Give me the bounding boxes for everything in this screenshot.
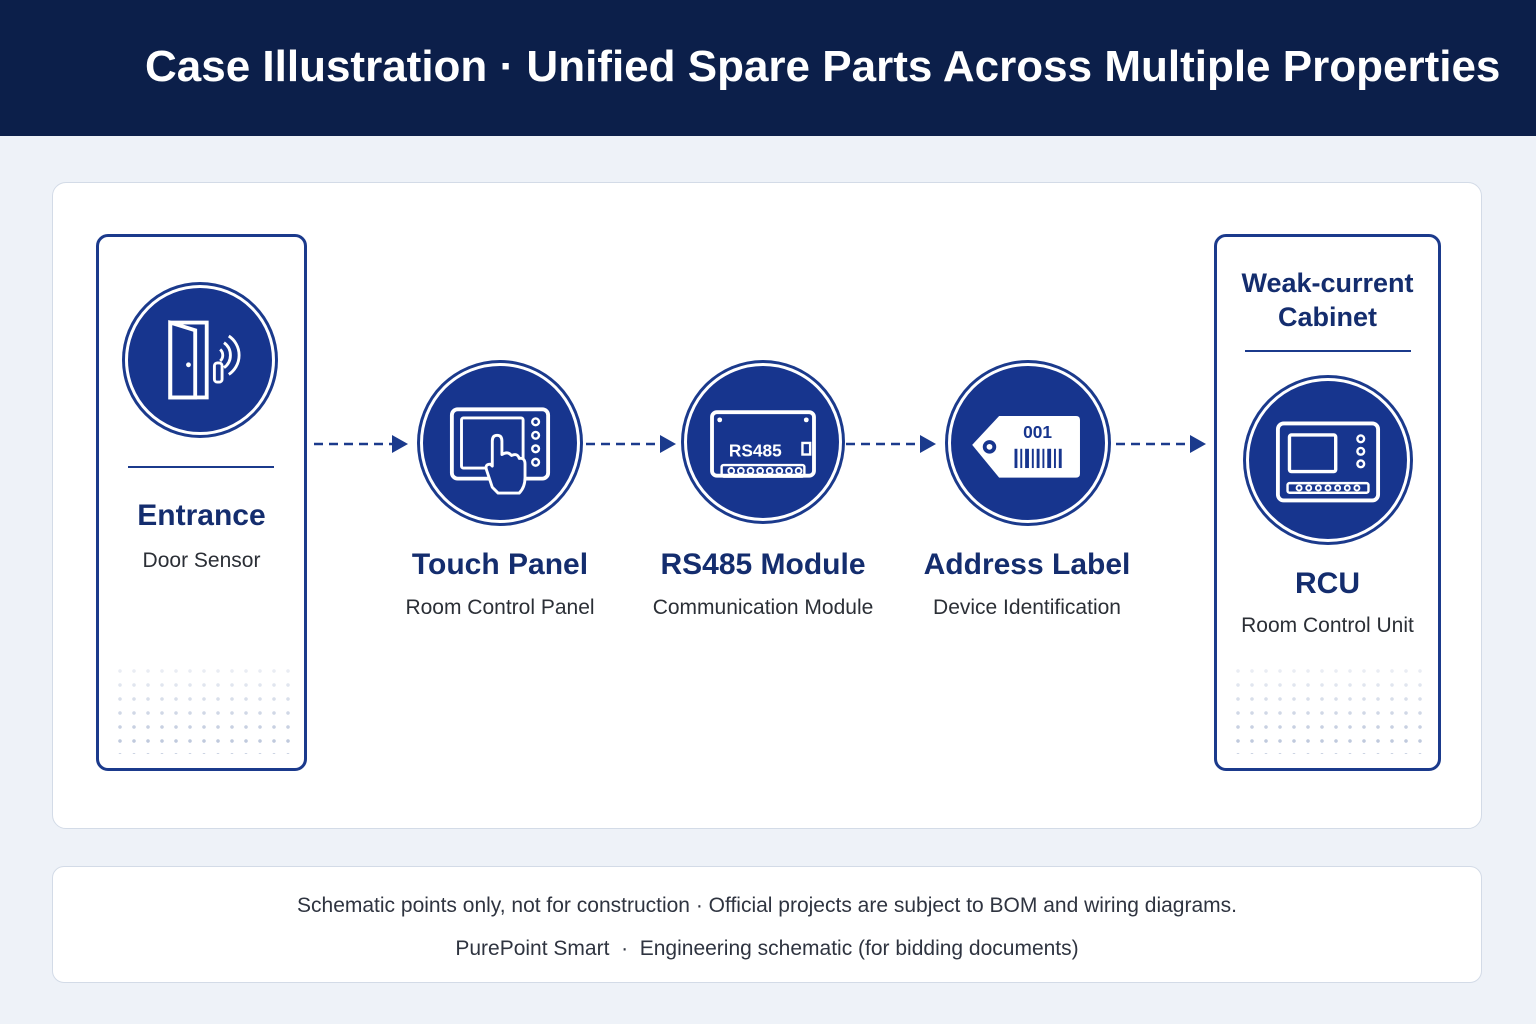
address-tag-icon: 001 [948, 363, 1108, 523]
flow-arrow [314, 435, 408, 453]
cabinet-title: Weak-current Cabinet [1241, 268, 1414, 332]
entrance-title: Entrance [137, 499, 266, 532]
rcu-subtitle: Room Control Unit [1241, 614, 1414, 637]
rs485-module-icon: RS485 [684, 363, 842, 521]
weak-current-cabinet-card [1214, 234, 1441, 771]
door-sensor-icon [125, 285, 275, 435]
address-label-title: Address Label [923, 548, 1131, 581]
entrance-divider [128, 466, 274, 468]
room-control-unit-icon [1246, 378, 1410, 542]
address-icon-text: 001 [1023, 422, 1052, 442]
footer-credit: PurePoint Smart · Engineering schematic … [455, 937, 1079, 960]
flow-arrow [846, 435, 936, 453]
dot-pattern [113, 664, 290, 754]
address-label-subtitle: Device Identification [933, 596, 1121, 619]
touch-panel-title: Touch Panel [411, 548, 589, 581]
touch-panel-subtitle: Room Control Panel [405, 596, 595, 619]
cabinet-divider [1245, 350, 1411, 352]
rs485-title: RS485 Module [660, 548, 866, 581]
dot-pattern [1231, 664, 1424, 754]
footer-note-box [52, 866, 1482, 983]
flow-arrow [586, 435, 676, 453]
touch-panel-icon [420, 363, 580, 523]
rs485-icon-text: RS485 [729, 440, 782, 460]
rcu-title: RCU [1295, 567, 1360, 600]
entrance-subtitle: Door Sensor [142, 549, 261, 572]
page-title: Case Illustration · Unified Spare Parts … [145, 42, 1501, 91]
footer-disclaimer: Schematic points only, not for construct… [297, 894, 1237, 917]
flow-arrow [1116, 435, 1206, 453]
rs485-subtitle: Communication Module [652, 596, 874, 619]
header-bar: Case Illustration · Unified Spare Parts … [0, 0, 1536, 136]
